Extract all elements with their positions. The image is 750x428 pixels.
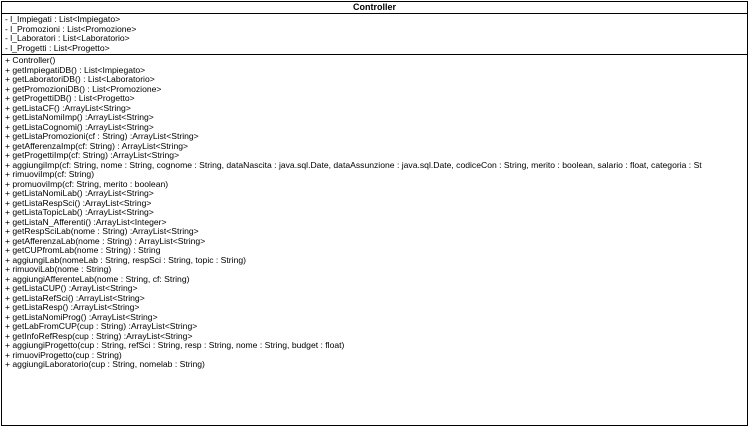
attribute: - l_Laboratori : List<Laboratorio>	[5, 34, 130, 43]
method: + getInfoRefResp(cup : String) :ArrayLis…	[5, 331, 193, 341]
method: + getRespSciLab(nome : String) :ArrayLis…	[5, 227, 199, 236]
method: + rimuoviLab(nome : String)	[5, 265, 112, 274]
method: + getImpiegatiDB() : List<Impiegato>	[5, 65, 146, 75]
method: + getListaPromozioni(cf : String) :Array…	[5, 132, 199, 141]
attribute: - l_Impiegati : List<Impiegato>	[5, 15, 121, 24]
method: + getListaCognomi() :ArrayList<String>	[5, 122, 154, 132]
method: + getProgettiDB() : List<Progetto>	[5, 94, 135, 103]
class-name: Controller	[2, 2, 747, 14]
method: + promuoviImp(cf: String, merito : boole…	[5, 179, 169, 189]
attributes-compartment: - l_Impiegati : List<Impiegato> - l_Prom…	[2, 14, 747, 55]
method: + aggiungiLaboratorio(cup : String, nome…	[5, 360, 205, 369]
method: + rimuoviImp(cf: String)	[5, 170, 95, 179]
method: + aggiungiLab(nomeLab : String, respSci …	[5, 255, 246, 265]
attribute: - l_Promozioni : List<Promozione>	[5, 24, 137, 34]
method: + getListaTopicLab() :ArrayList<String>	[5, 208, 154, 217]
method: + getAfferenzaLab(nome : String) : Array…	[5, 236, 206, 246]
method: + getProgettiImp(cf: String) :ArrayList<…	[5, 151, 180, 160]
method: + getListaResp() :ArrayList<String>	[5, 303, 140, 312]
attribute: - l_Progetti : List<Progetto>	[5, 43, 110, 53]
method: + getPromozioniDB() : List<Promozione>	[5, 84, 162, 94]
method: + getListaN_Afferenti() :ArrayList<Integ…	[5, 217, 167, 227]
method: + getListaCF() :ArrayList<String>	[5, 103, 131, 113]
method: + getListaNomiLab() :ArrayList<String>	[5, 189, 154, 198]
method: + aggiungiProgetto(cup : String, refSci …	[5, 341, 345, 350]
method: + getLaboratoriDB() : List<Laboratorio>	[5, 75, 155, 84]
method: + aggiungiAfferenteLab(nome : String, cf…	[5, 274, 190, 284]
method: + getListaNomiProg() :ArrayList<String>	[5, 312, 158, 322]
method: + getListaRespSci() :ArrayList<String>	[5, 198, 152, 208]
method: + getListaRefSci() :ArrayList<String>	[5, 293, 145, 303]
method: + aggiungiImp(cf: String, nome : String,…	[5, 160, 702, 170]
method: + getListaNomiImp() :ArrayList<String>	[5, 113, 154, 122]
methods-compartment: + Controller() + getImpiegatiDB() : List…	[2, 55, 747, 370]
method: + getLabFromCUP(cup : String) :ArrayList…	[5, 322, 198, 331]
method: + getCUPfromLab(nome : String) : String	[5, 246, 161, 255]
method: + getListaCUP() :ArrayList<String>	[5, 284, 138, 293]
method: + Controller()	[5, 56, 56, 65]
method: + getAfferenzaImp(cf: String) : ArrayLis…	[5, 141, 189, 151]
method: + rimuoviProgetto(cup : String)	[5, 350, 122, 360]
